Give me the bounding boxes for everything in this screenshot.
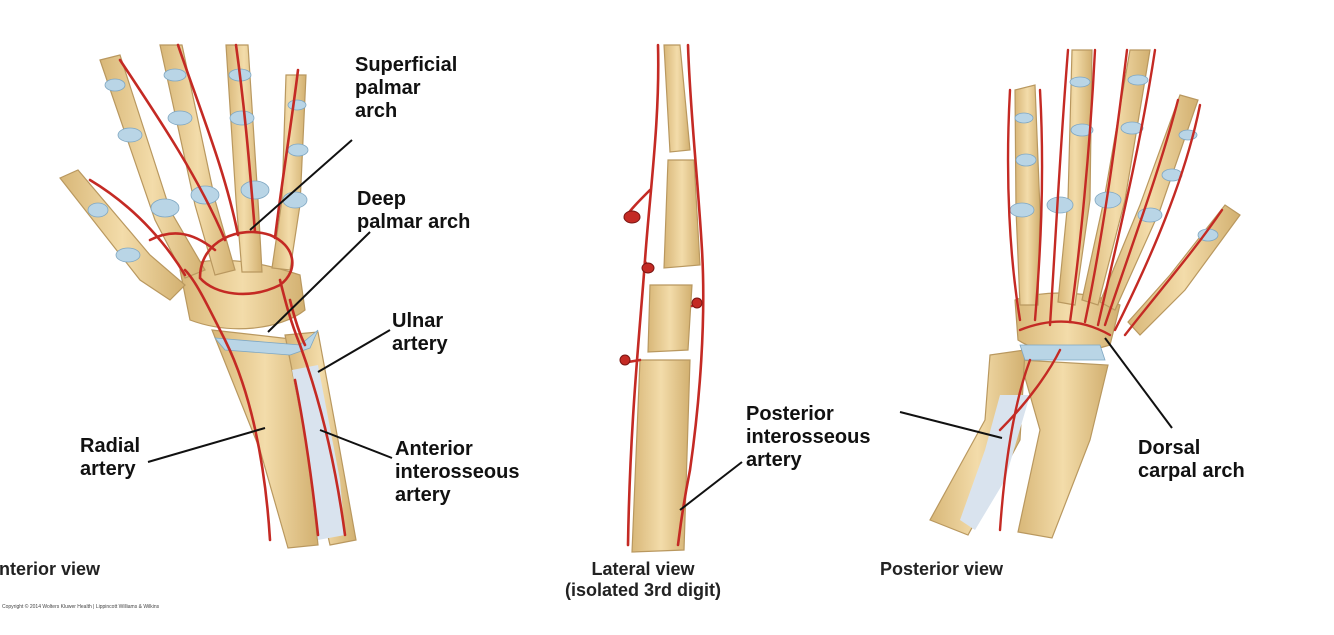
proximal-phalanx-bone	[648, 285, 692, 352]
label-anterior-interosseous-artery: Anterior interosseous artery	[395, 438, 519, 507]
leader-radial-artery	[148, 428, 265, 462]
label-superficial-palmar-arch: Superficial palmar arch	[355, 54, 457, 123]
leader-ulnar-artery	[318, 330, 390, 372]
label-posterior-interosseous-artery: Posterior interosseous artery	[746, 403, 870, 472]
copyright-notice: Copyright © 2014 Wolters Kluwer Health |…	[2, 604, 159, 610]
label-deep-palmar-arch: Deep palmar arch	[357, 188, 470, 234]
caption-posterior-view: Posterior view	[880, 559, 1040, 580]
label-radial-artery: Radial artery	[80, 435, 140, 481]
caption-anterior-view: Anterior view	[0, 559, 136, 580]
leader-dorsal-carpal-arch	[1105, 338, 1172, 428]
middle-phalanx-bone	[664, 160, 700, 268]
distal-phalanx-bone	[664, 45, 690, 152]
label-dorsal-carpal-arch: Dorsal carpal arch	[1138, 437, 1245, 483]
posterior-radius-bone	[1018, 360, 1108, 538]
label-ulnar-artery: Ulnar artery	[392, 310, 448, 356]
caption-lateral-view: Lateral view (isolated 3rd digit)	[538, 559, 748, 601]
